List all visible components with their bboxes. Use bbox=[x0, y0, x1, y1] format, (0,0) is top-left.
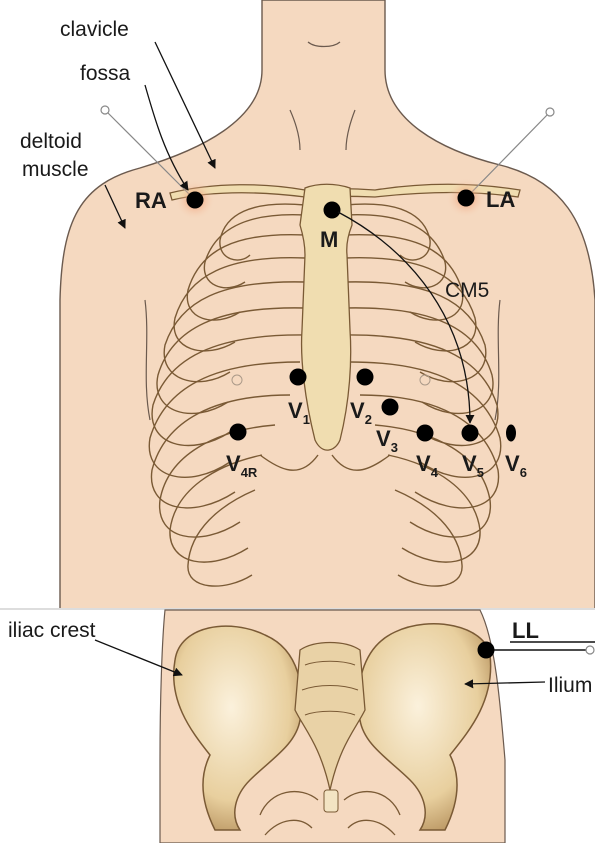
electrode-v5 bbox=[462, 425, 479, 442]
electrode-v2 bbox=[357, 369, 374, 386]
ra-label: RA bbox=[135, 188, 167, 213]
electrode-v3 bbox=[382, 399, 399, 416]
electrode-v4r bbox=[230, 424, 247, 441]
deltoid-label-line2: muscle bbox=[22, 158, 89, 181]
pelvis-bone bbox=[174, 624, 491, 835]
electrode-v4 bbox=[417, 425, 434, 442]
electrode-ra bbox=[187, 192, 204, 209]
clavicle-pointer bbox=[155, 42, 215, 168]
ilium-label: Ilium bbox=[548, 674, 592, 697]
deltoid-label-line1: deltoid bbox=[20, 130, 82, 153]
electrode-m bbox=[324, 202, 341, 219]
cm5-label: CM5 bbox=[445, 279, 489, 302]
clavicle-label: clavicle bbox=[60, 18, 129, 41]
la-label: LA bbox=[486, 187, 515, 212]
la-lead-terminal bbox=[546, 108, 554, 116]
electrode-v6 bbox=[506, 425, 516, 442]
ll-lead-terminal bbox=[586, 646, 594, 654]
electrode-ll bbox=[478, 642, 495, 659]
fossa-label: fossa bbox=[80, 62, 131, 85]
iliac-crest-label: iliac crest bbox=[8, 619, 96, 642]
ra-lead-terminal bbox=[101, 106, 109, 114]
m-label: M bbox=[320, 227, 338, 252]
electrode-la bbox=[458, 190, 475, 207]
electrode-v1 bbox=[290, 369, 307, 386]
sternum bbox=[300, 184, 352, 450]
ll-label: LL bbox=[512, 618, 539, 643]
